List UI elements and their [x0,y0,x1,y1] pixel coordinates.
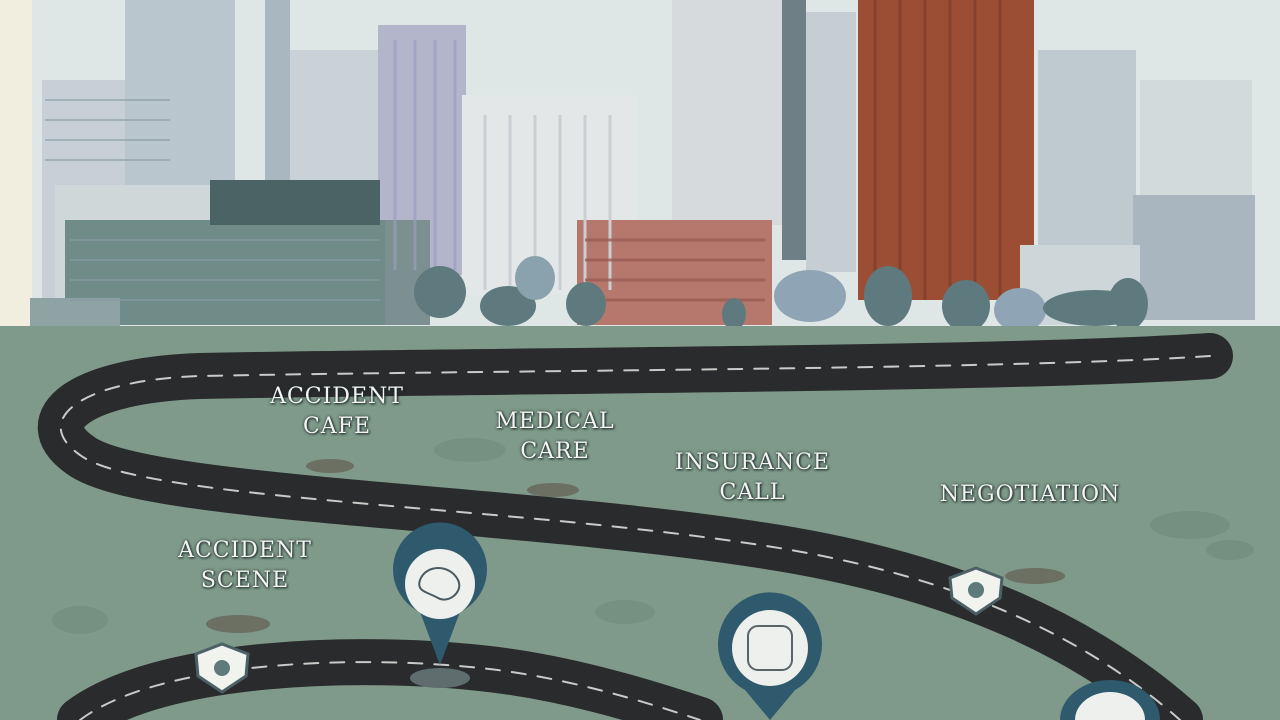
building [782,0,806,260]
tree [515,256,555,300]
tree [942,280,990,332]
pin-icon [1060,680,1160,720]
tree [480,286,536,326]
building [30,298,120,328]
building [672,0,782,225]
tree [864,266,912,326]
shield-icon [194,642,250,694]
ground-patches [52,438,1254,634]
building [858,0,1034,300]
tree [1108,278,1148,330]
tree [774,270,846,322]
label-insurance-call: INSURANCE CALL [674,450,831,505]
building [1133,195,1255,320]
label-medical-care: MEDICAL CARE [495,409,615,464]
ground-shadows [206,459,1065,633]
tree [566,282,606,326]
tree [414,266,466,318]
city-skyline [30,0,1255,328]
winding-road [37,333,1233,720]
sky-left-edge [0,0,32,330]
building [806,12,856,272]
shield-icon [948,566,1004,616]
pin-icon [393,522,487,688]
building [1038,50,1136,280]
label-accident-care: ACCIDENT CAFE [270,384,404,439]
pin-icon [718,592,823,720]
tree [994,288,1046,332]
tree [722,298,746,330]
building [265,0,290,180]
label-accident-scene: ACCIDENT SCENE [178,538,312,593]
tree-line [414,256,1148,332]
building [210,180,380,225]
label-negotiation: NEGOTIATION [939,482,1121,507]
